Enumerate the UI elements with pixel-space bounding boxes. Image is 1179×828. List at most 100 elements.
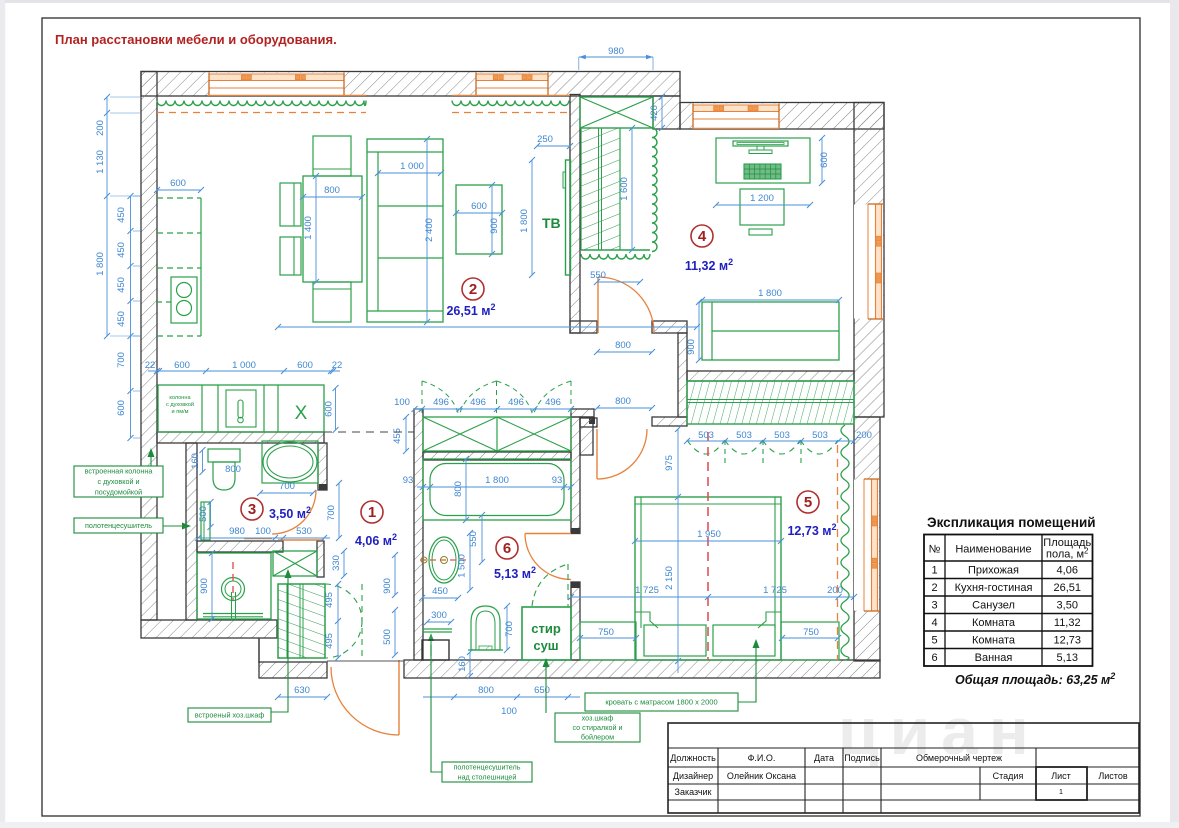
svg-text:2 400: 2 400: [424, 218, 435, 242]
svg-text:5: 5: [931, 635, 937, 647]
svg-text:со стиралкой и: со стиралкой и: [572, 723, 622, 732]
svg-text:12,73: 12,73: [1053, 635, 1081, 647]
svg-text:Дата: Дата: [814, 753, 834, 763]
svg-text:200: 200: [95, 120, 106, 136]
svg-text:3,50 м2: 3,50 м2: [269, 505, 311, 521]
svg-text:600: 600: [174, 360, 190, 371]
svg-text:500: 500: [382, 629, 393, 645]
svg-text:600: 600: [471, 201, 487, 212]
svg-text:посудомойкой: посудомойкой: [95, 487, 142, 496]
svg-text:600: 600: [819, 152, 830, 168]
svg-text:6: 6: [503, 540, 511, 557]
svg-text:500: 500: [198, 506, 209, 522]
svg-text:Стадия: Стадия: [993, 771, 1024, 781]
svg-text:5,13 м2: 5,13 м2: [494, 565, 536, 581]
svg-text:1: 1: [931, 565, 937, 577]
svg-text:496: 496: [545, 397, 561, 408]
svg-text:с духовкой: с духовкой: [166, 401, 194, 408]
svg-text:хоз.шкаф: хоз.шкаф: [582, 713, 614, 722]
svg-text:630: 630: [294, 685, 310, 696]
svg-text:Экспликация помещений: Экспликация помещений: [927, 515, 1096, 530]
svg-text:План расстановки мебели и обор: План расстановки мебели и оборудования.: [55, 32, 337, 47]
svg-text:полотенцесушитель: полотенцесушитель: [454, 763, 521, 772]
svg-text:26,51: 26,51: [1053, 582, 1081, 594]
svg-text:11,32 м2: 11,32 м2: [685, 257, 733, 273]
svg-text:с духовкой и: с духовкой и: [98, 477, 140, 486]
svg-text:Листов: Листов: [1098, 771, 1127, 781]
svg-text:530: 530: [296, 526, 312, 537]
svg-text:циан: циан: [838, 694, 1040, 768]
svg-text:495: 495: [324, 633, 335, 649]
svg-text:колонна: колонна: [169, 395, 191, 401]
svg-text:700: 700: [326, 505, 337, 521]
svg-text:и пм/м: и пм/м: [172, 409, 189, 415]
svg-text:1 500: 1 500: [457, 554, 468, 578]
svg-text:22: 22: [145, 360, 156, 371]
svg-text:250: 250: [537, 134, 553, 145]
svg-text:6: 6: [931, 652, 937, 664]
svg-text:Ванная: Ванная: [975, 652, 1013, 664]
svg-text:1 800: 1 800: [758, 288, 782, 299]
svg-text:900: 900: [382, 578, 393, 594]
svg-text:1: 1: [1059, 787, 1063, 796]
svg-text:503: 503: [812, 430, 828, 441]
svg-text:420: 420: [649, 105, 660, 121]
svg-text:330: 330: [331, 555, 342, 571]
svg-text:1 725: 1 725: [635, 585, 659, 596]
svg-text:над столешницей: над столешницей: [458, 773, 517, 782]
svg-text:1 000: 1 000: [232, 360, 256, 371]
svg-text:450: 450: [116, 207, 127, 223]
svg-text:ТВ: ТВ: [542, 215, 561, 231]
svg-text:5,13: 5,13: [1057, 652, 1078, 664]
svg-text:№: №: [929, 544, 941, 556]
svg-text:4,06 м2: 4,06 м2: [355, 532, 397, 548]
svg-text:Площадь: Площадь: [1043, 537, 1091, 549]
svg-text:Кухня-гостиная: Кухня-гостиная: [955, 582, 1033, 594]
svg-text:600: 600: [297, 360, 313, 371]
svg-text:1 725: 1 725: [763, 585, 787, 596]
svg-text:496: 496: [433, 397, 449, 408]
svg-text:800: 800: [453, 481, 464, 497]
svg-text:300: 300: [431, 610, 447, 621]
svg-text:503: 503: [774, 430, 790, 441]
svg-text:Должность: Должность: [670, 753, 716, 763]
svg-text:встроенная колонна: встроенная колонна: [85, 467, 153, 476]
svg-text:450: 450: [116, 242, 127, 258]
svg-text:1: 1: [368, 504, 376, 521]
svg-text:980: 980: [229, 526, 245, 537]
svg-text:Наименование: Наименование: [955, 544, 1031, 556]
svg-text:1 000: 1 000: [400, 161, 424, 172]
svg-text:Дизайнер: Дизайнер: [673, 771, 713, 781]
svg-text:900: 900: [489, 218, 500, 234]
svg-text:12,73 м2: 12,73 м2: [787, 522, 836, 538]
svg-text:5: 5: [804, 494, 812, 511]
svg-text:496: 496: [508, 397, 524, 408]
svg-text:450: 450: [432, 586, 448, 597]
svg-text:1 130: 1 130: [95, 150, 106, 174]
svg-text:550: 550: [590, 270, 606, 281]
svg-text:полотенцесушитель: полотенцесушитель: [85, 521, 152, 530]
svg-text:900: 900: [686, 339, 697, 355]
svg-text:2 150: 2 150: [664, 566, 675, 590]
svg-text:450: 450: [116, 311, 127, 327]
svg-text:Прихожая: Прихожая: [968, 565, 1019, 577]
svg-text:Санузел: Санузел: [972, 600, 1015, 612]
svg-text:900: 900: [199, 578, 210, 594]
svg-text:Подпись: Подпись: [844, 753, 880, 763]
svg-text:100: 100: [255, 526, 271, 537]
svg-text:стир: стир: [531, 621, 561, 636]
svg-text:455: 455: [392, 428, 403, 444]
svg-text:4,06: 4,06: [1057, 565, 1078, 577]
svg-text:3: 3: [248, 501, 256, 518]
svg-text:800: 800: [615, 396, 631, 407]
svg-text:суш: суш: [533, 638, 558, 653]
svg-text:975: 975: [664, 455, 675, 471]
svg-text:Заказчик: Заказчик: [675, 787, 712, 797]
svg-text:11,32: 11,32: [1054, 617, 1081, 629]
svg-text:503: 503: [698, 430, 714, 441]
svg-text:600: 600: [170, 178, 186, 189]
svg-text:26,51 м2: 26,51 м2: [446, 302, 495, 318]
svg-text:2: 2: [469, 281, 477, 298]
svg-text:1 800: 1 800: [95, 252, 106, 276]
svg-text:800: 800: [225, 464, 241, 475]
